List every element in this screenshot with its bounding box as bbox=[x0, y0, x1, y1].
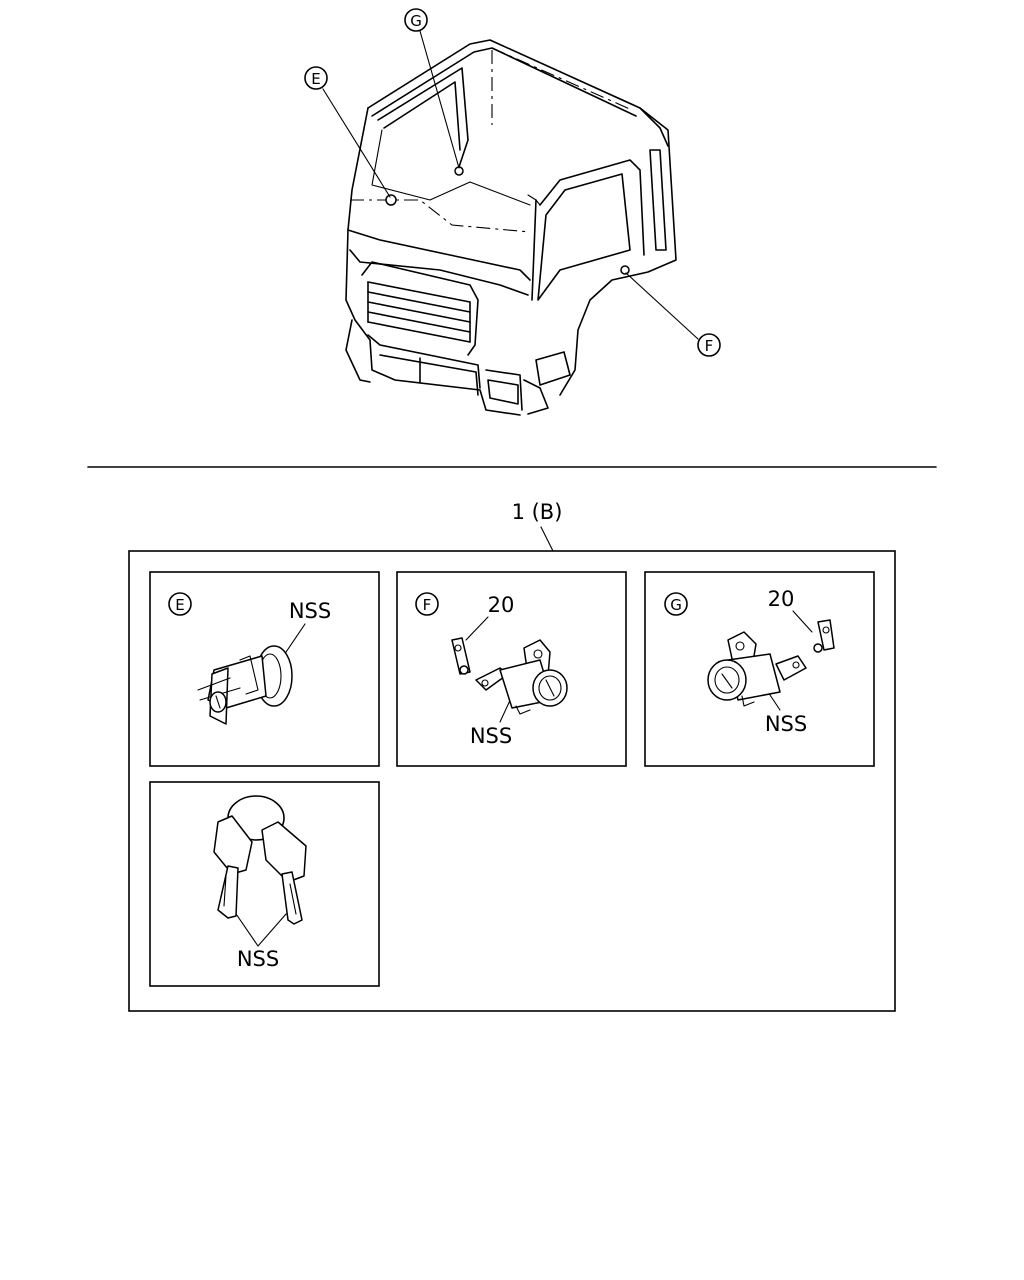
clip-part-20-f bbox=[451, 637, 471, 675]
ignition-cylinder-part bbox=[197, 645, 293, 725]
panel-g-part-20: 20 bbox=[768, 587, 795, 611]
panel-e-nss: NSS bbox=[289, 599, 331, 623]
panel-e[interactable]: E NSS bbox=[149, 571, 380, 767]
callout-e[interactable]: E bbox=[304, 66, 328, 90]
assembly-leader bbox=[540, 526, 554, 552]
door-lock-part-f bbox=[475, 639, 568, 715]
callout-leaders bbox=[322, 30, 699, 340]
callout-e-label: E bbox=[311, 70, 320, 88]
panel-g[interactable]: G 20 NSS bbox=[644, 571, 875, 767]
callout-g[interactable]: G bbox=[404, 8, 428, 32]
panel-g-letter: G bbox=[670, 596, 682, 614]
panel-e-letter: E bbox=[175, 596, 184, 614]
key-set-part bbox=[213, 795, 307, 925]
panel-f-part-20: 20 bbox=[488, 593, 515, 617]
truck-cab-drawing bbox=[345, 39, 677, 416]
panel-f[interactable]: F 20 NSS bbox=[396, 571, 627, 767]
callout-g-label: G bbox=[410, 12, 422, 30]
panel-keys[interactable]: NSS bbox=[149, 781, 380, 987]
panel-f-nss: NSS bbox=[470, 724, 512, 748]
door-lock-part-g bbox=[707, 631, 807, 707]
assembly-frame bbox=[128, 550, 896, 1012]
callout-f-label: F bbox=[705, 337, 714, 355]
callout-f[interactable]: F bbox=[697, 333, 721, 357]
assembly-label: 1 (B) bbox=[512, 500, 563, 524]
clip-part-20-g bbox=[813, 619, 835, 653]
panel-keys-nss: NSS bbox=[237, 947, 279, 971]
panel-g-nss: NSS bbox=[765, 712, 807, 736]
panel-f-letter: F bbox=[423, 596, 432, 614]
